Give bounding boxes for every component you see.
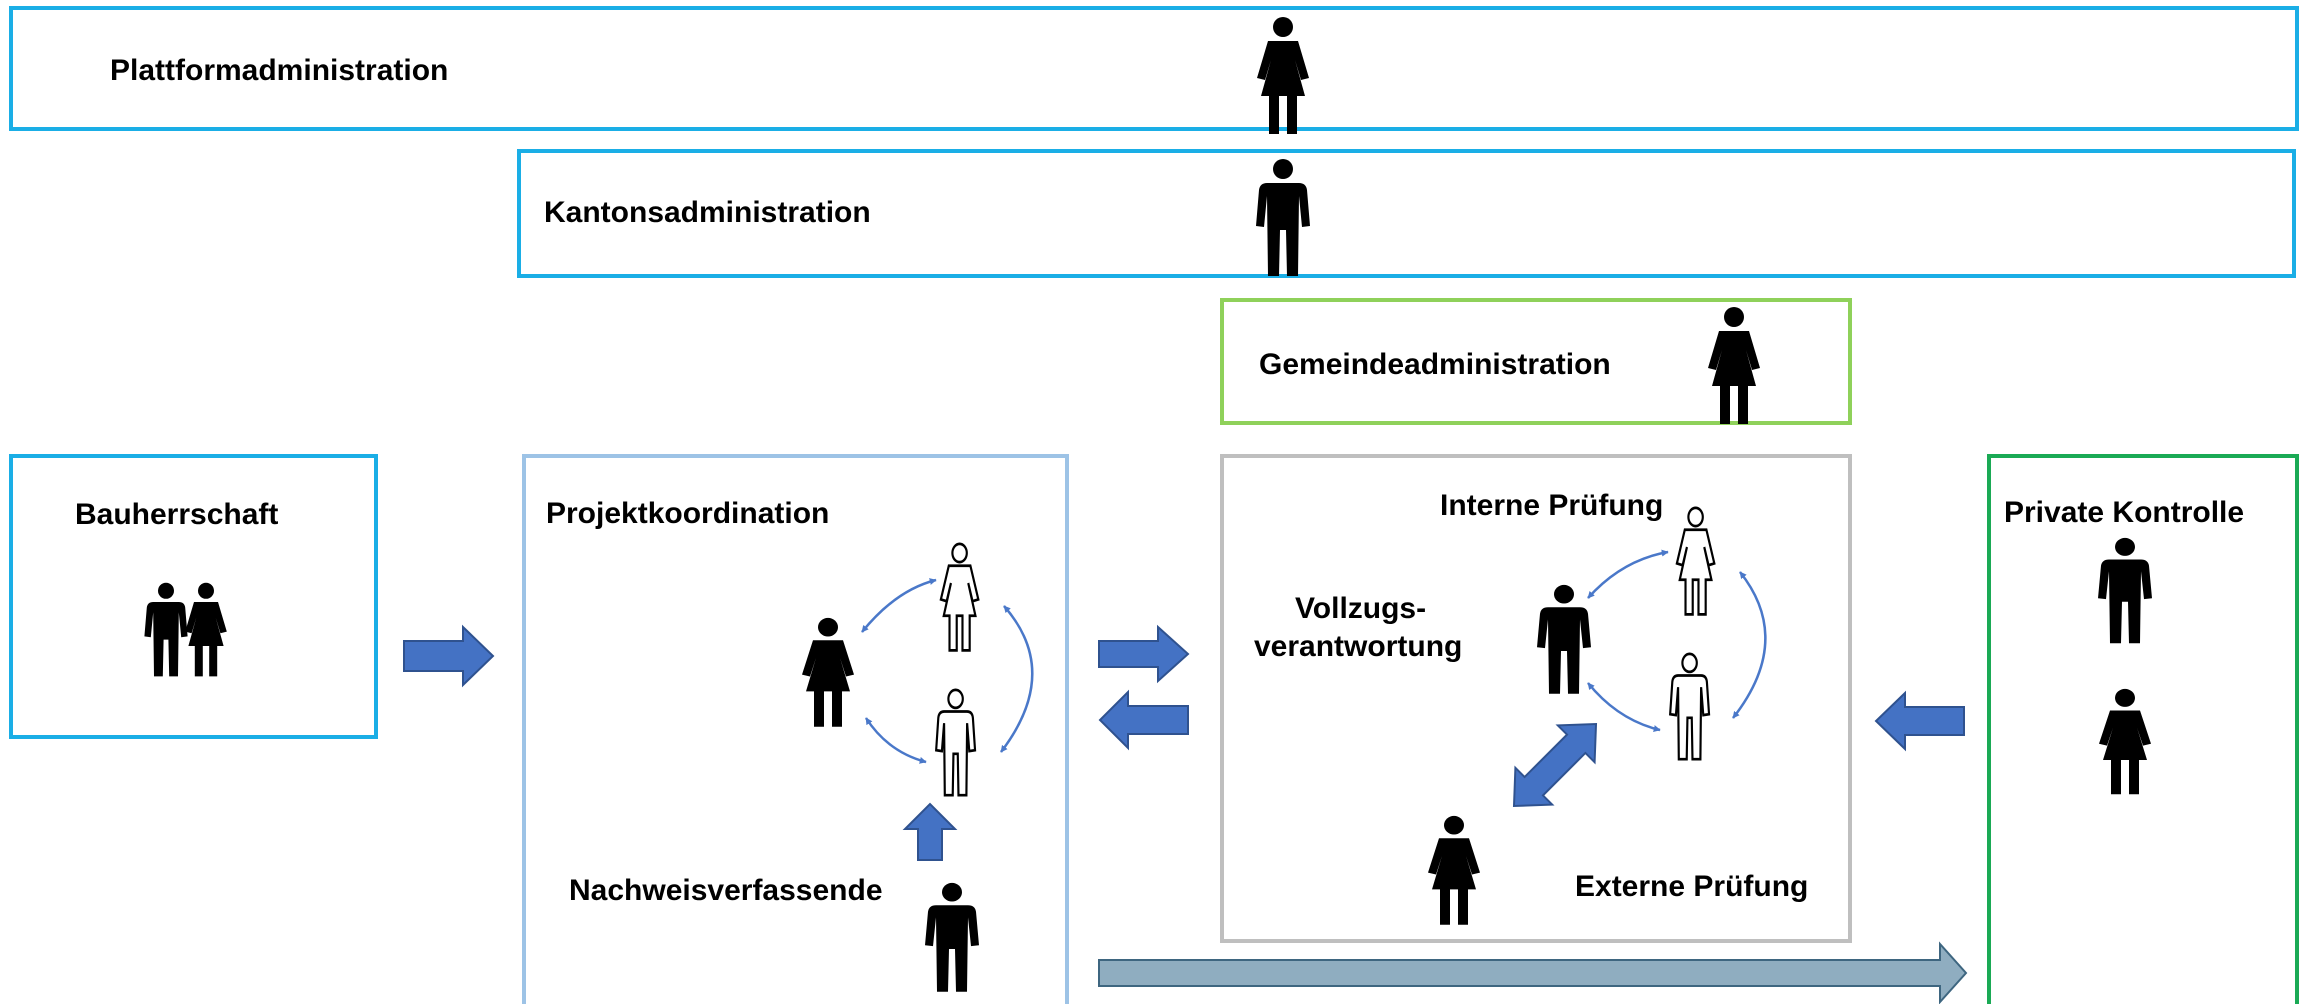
enforcement-label-line1: Vollzugs- [1295,592,1426,625]
block-arrow-icon [1098,624,1190,684]
block-arrow-icon [403,624,495,688]
builder-label: Bauherrschaft [75,498,278,531]
builder-box [9,454,378,739]
person-male-outline-icon [934,688,977,797]
person-female-icon [1428,815,1480,925]
internal-review-label: Interne Prüfung [1440,489,1663,522]
platform-admin-label: Plattformadministration [110,54,448,87]
authority-box [1220,454,1852,943]
curved-double-arrow-icon [1587,682,1661,732]
curved-double-arrow-icon [861,578,937,633]
person-male-icon [2098,537,2152,644]
person-pair-icon [144,582,227,677]
coordination-box [522,454,1069,1004]
person-female-icon [802,617,854,727]
block-arrow-icon [902,802,958,861]
block-arrow-icon [1512,722,1598,808]
curved-double-arrow-icon [864,717,927,764]
canton-admin-box [517,149,2296,278]
platform-admin-box [9,6,2299,131]
person-female-outline-icon [939,542,980,652]
municipality-admin-box [1220,298,1852,425]
municipality-admin-label: Gemeindeadministration [1259,348,1611,381]
person-female-icon [1257,17,1309,134]
private-control-box [1987,454,2299,1004]
block-arrow-icon [1098,941,1968,1004]
person-female-icon [1708,307,1760,424]
person-male-icon [1256,159,1310,276]
person-male-outline-icon [1668,652,1711,761]
block-arrow-icon [1098,689,1189,751]
private-control-label: Private Kontrolle [2004,496,2244,529]
person-male-icon [925,882,979,992]
curved-double-arrow-icon [1587,549,1669,599]
person-female-outline-icon [1675,506,1716,616]
curved-double-arrow-icon [1732,571,1767,719]
canton-admin-label: Kantonsadministration [544,196,871,229]
enforcement-label-line2: verantwortung [1254,630,1462,663]
external-review-label: Externe Prüfung [1575,870,1808,903]
curved-double-arrow-icon [1000,605,1034,753]
person-female-icon [2099,688,2151,795]
block-arrow-icon [1874,690,1965,752]
person-male-icon [1537,584,1591,694]
coordination-label: Projektkoordination [546,497,829,530]
proof-authors-label: Nachweisverfassende [569,874,883,907]
